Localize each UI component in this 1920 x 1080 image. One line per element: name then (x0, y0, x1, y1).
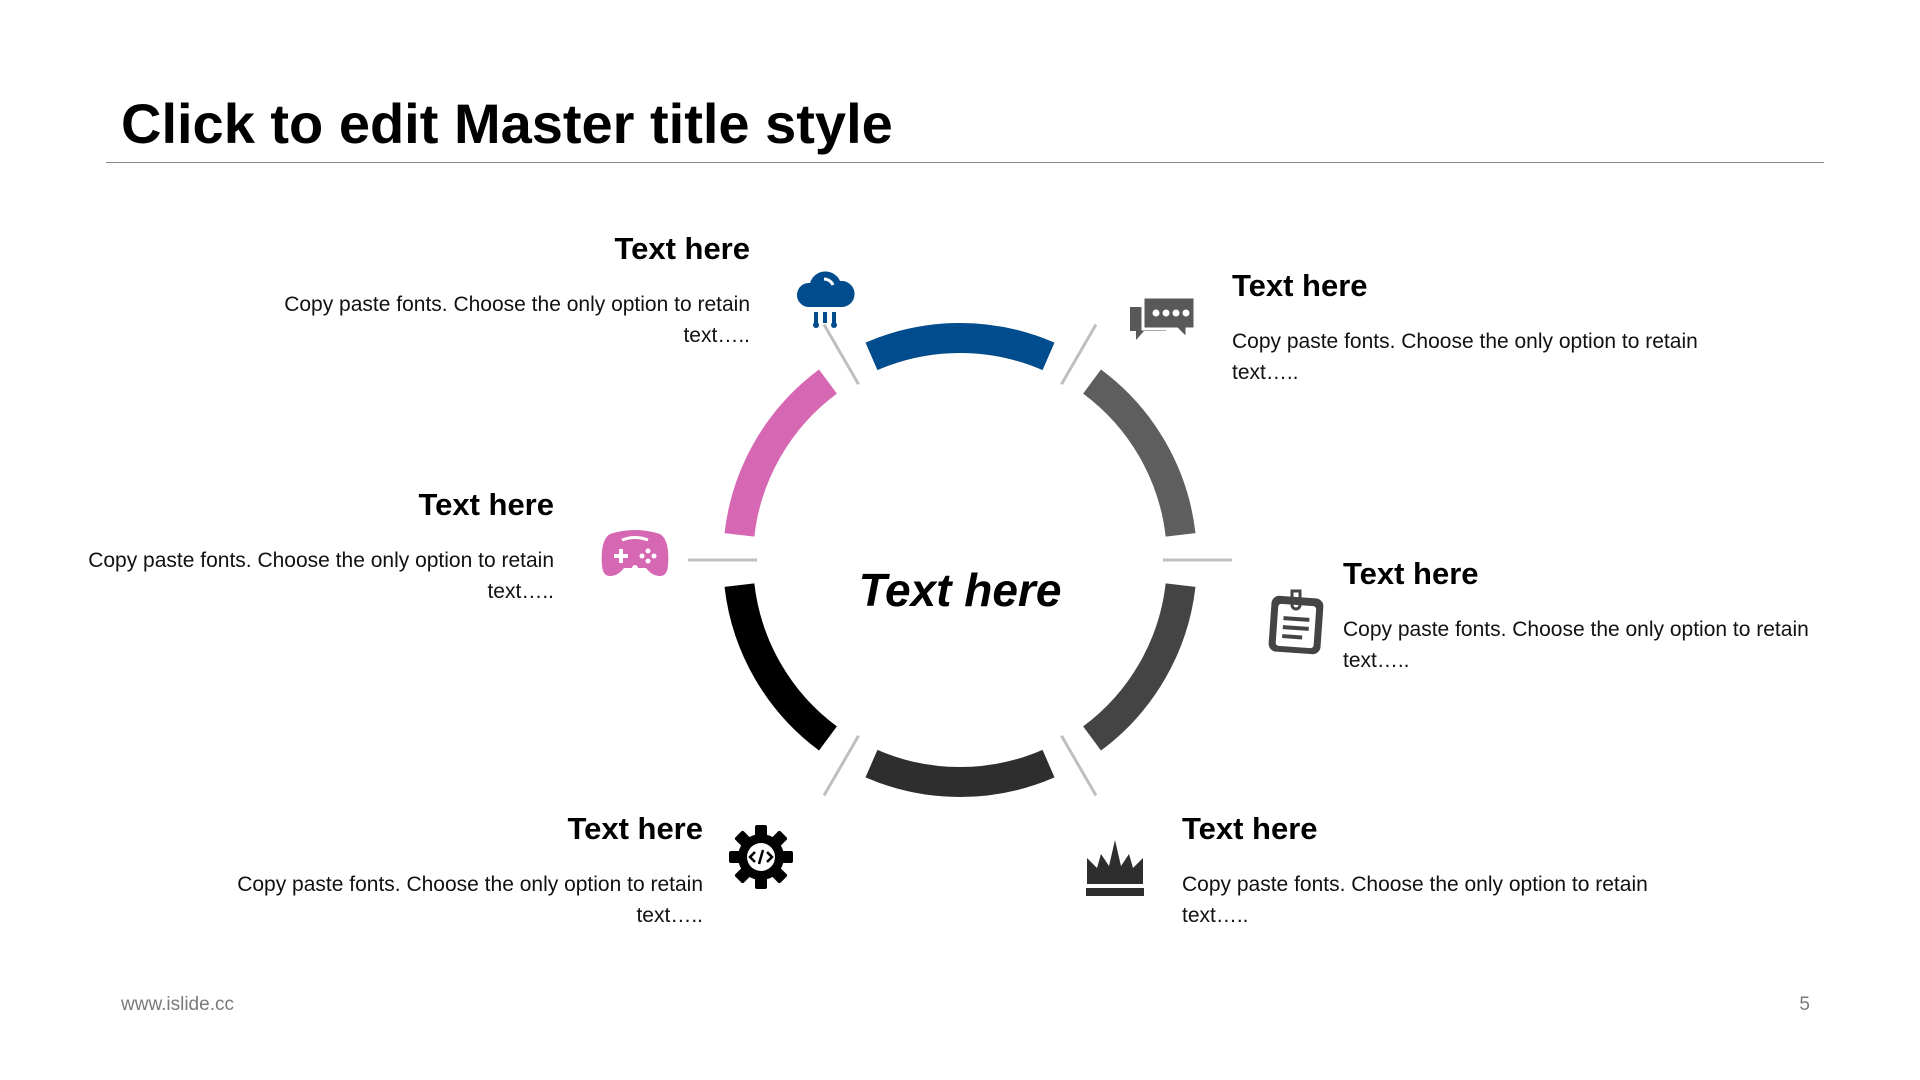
item-body[interactable]: Copy paste fonts. Choose the only option… (1232, 330, 1698, 384)
item-body[interactable]: Copy paste fonts. Choose the only option… (284, 293, 750, 347)
item-title[interactable]: Text here (1182, 811, 1318, 846)
item-body[interactable]: Copy paste fonts. Choose the only option… (1343, 618, 1809, 672)
item-body[interactable]: Copy paste fonts. Choose the only option… (88, 549, 554, 603)
ring-segment-bottom (865, 749, 1055, 797)
connector-line (1060, 735, 1098, 797)
crown-award-icon (1086, 840, 1144, 896)
ring-segment-lower-right (1082, 583, 1196, 751)
center-label[interactable]: Text here (858, 564, 1062, 616)
item-lower-right: Text here Copy paste fonts. Choose the o… (1343, 556, 1863, 676)
slide-title[interactable]: Click to edit Master title style (121, 92, 893, 155)
item-bottom: Text here Copy paste fonts. Choose the o… (1182, 811, 1702, 931)
item-title[interactable]: Text here (614, 231, 750, 266)
title-divider (106, 162, 1824, 163)
item-top: Text here Copy paste fonts. Choose the o… (230, 231, 750, 351)
item-body[interactable]: Copy paste fonts. Choose the only option… (1182, 873, 1648, 927)
cloud-computing-icon (796, 271, 855, 328)
ring-segment-top (865, 323, 1055, 371)
item-upper-left: Text here Copy paste fonts. Choose the o… (34, 487, 554, 607)
connector-line (822, 735, 860, 797)
item-body[interactable]: Copy paste fonts. Choose the only option… (237, 873, 703, 927)
item-title[interactable]: Text here (567, 811, 703, 846)
ring-segment-upper-left (724, 369, 838, 537)
chat-bubbles-icon (1130, 295, 1197, 343)
item-title[interactable]: Text here (418, 487, 554, 522)
item-lower-left: Text here Copy paste fonts. Choose the o… (183, 811, 703, 931)
footer-url[interactable]: www.islide.cc (121, 994, 234, 1015)
connector-line (822, 323, 860, 385)
ring-segment-upper-right (1082, 369, 1196, 537)
item-title[interactable]: Text here (1343, 556, 1479, 591)
connector-line (1060, 323, 1098, 385)
game-controller-icon (601, 530, 669, 576)
ring-segments (724, 323, 1196, 797)
item-title[interactable]: Text here (1232, 268, 1368, 303)
page-number: 5 (1799, 994, 1810, 1015)
ring-segment-lower-left (724, 583, 838, 751)
item-upper-right: Text here Copy paste fonts. Choose the o… (1232, 268, 1752, 388)
connector-lines (688, 323, 1232, 797)
code-gear-icon (729, 825, 793, 889)
clipboard-notes-icon (1268, 589, 1324, 655)
